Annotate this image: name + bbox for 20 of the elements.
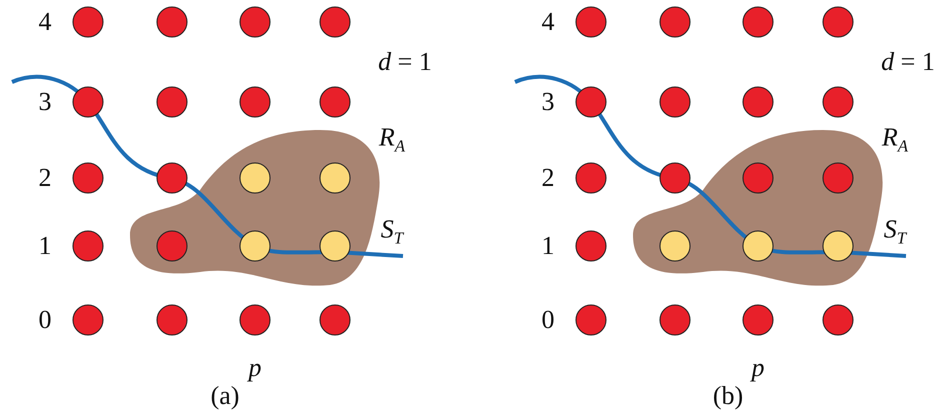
axis-tick-label: 4 xyxy=(38,9,52,35)
axis-tick-label: 3 xyxy=(38,89,52,115)
axis-label: p xyxy=(752,355,764,381)
region-label: R$_{A}$ xyxy=(882,124,908,156)
axis-tick-label: 1 xyxy=(38,233,52,259)
axis-tick-label: 4 xyxy=(542,9,554,35)
curve-label: S$_{T}$ xyxy=(380,216,404,248)
parameter-label: d = 1 xyxy=(881,49,935,75)
axis-tick-label: 2 xyxy=(38,165,52,191)
axis-tick-label: 0 xyxy=(38,307,52,333)
axis-tick-label: 0 xyxy=(542,307,554,333)
panel-label: (a) xyxy=(210,383,240,409)
axis-tick-label: 1 xyxy=(542,233,554,259)
axis-tick-label: 2 xyxy=(542,165,554,191)
region-label: R$_{A}$ xyxy=(378,124,406,156)
panel-label: (b) xyxy=(712,383,744,409)
axis-tick-label: 3 xyxy=(542,89,554,115)
parameter-label: d = 1 xyxy=(378,49,432,75)
axis-label: p xyxy=(248,355,262,381)
curve-label: S$_{T}$ xyxy=(884,216,906,248)
